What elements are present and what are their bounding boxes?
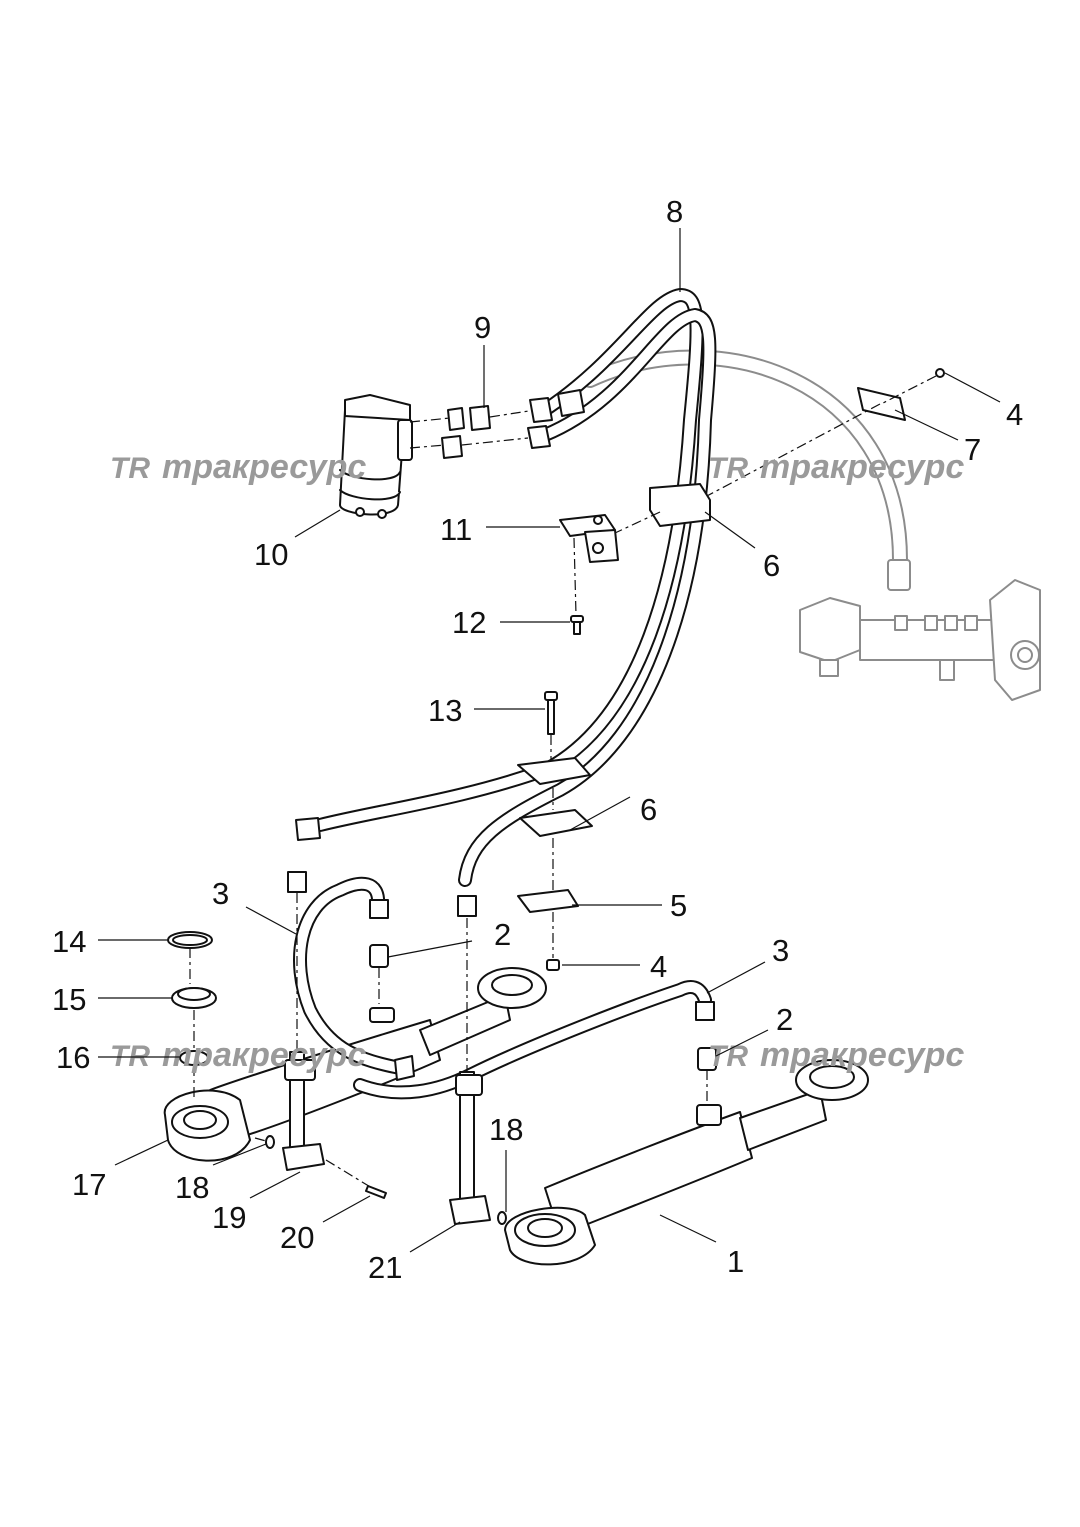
hoses-3 <box>293 876 715 1100</box>
callout-3-right: 3 <box>772 933 789 968</box>
pin-20 <box>365 1185 387 1199</box>
plate-7 <box>689 368 945 506</box>
watermark-logo: TR <box>110 452 150 485</box>
seal-15 <box>171 987 217 1050</box>
callout-18-right: 18 <box>489 1112 523 1147</box>
callout-12: 12 <box>452 605 486 640</box>
callout-11: 11 <box>440 512 472 547</box>
callout-8: 8 <box>666 194 683 229</box>
callout-2-right: 2 <box>776 1002 793 1037</box>
steering-unit-10 <box>339 394 413 519</box>
callout-5: 5 <box>670 888 687 923</box>
callout-6-bottom: 6 <box>640 792 657 827</box>
nut-4 <box>546 959 560 971</box>
watermark-1: TR тракресурс <box>110 448 366 486</box>
callout-4-bottom: 4 <box>650 949 667 984</box>
callout-17: 17 <box>72 1167 106 1202</box>
watermark-logo: TR <box>708 452 748 485</box>
callout-6-top: 6 <box>763 548 780 583</box>
callout-13: 13 <box>428 693 462 728</box>
bolt-13 <box>544 691 558 772</box>
callout-20: 20 <box>280 1220 314 1255</box>
callout-1: 1 <box>727 1244 744 1279</box>
callout-10: 10 <box>254 537 288 572</box>
clamp-6-lower <box>517 757 593 837</box>
adapter-2-right <box>697 1047 717 1104</box>
watermark-3: TR тракресурс <box>110 1036 366 1074</box>
callout-21: 21 <box>368 1250 402 1285</box>
screw-12 <box>570 615 584 635</box>
callout-labels: 8 9 4 7 10 11 6 12 13 6 3 5 2 14 3 4 15 … <box>52 194 1023 1285</box>
watermark-text: тракресурс <box>760 448 964 486</box>
callout-2-left: 2 <box>494 917 511 952</box>
oring-14 <box>167 931 213 984</box>
callout-9: 9 <box>474 310 491 345</box>
pipe-tee-19 <box>282 893 373 1189</box>
watermark-text: тракресурс <box>760 1036 964 1074</box>
fittings-9 <box>409 405 536 459</box>
watermark-text: тракресурс <box>162 1036 366 1074</box>
plate-5 <box>517 838 579 958</box>
callout-14: 14 <box>52 924 86 959</box>
oring-16 <box>179 1050 209 1098</box>
pipe-tee-21 <box>449 918 491 1225</box>
callout-16: 16 <box>56 1040 90 1075</box>
washer-18-left <box>254 1135 275 1149</box>
callout-4-top: 4 <box>1006 397 1023 432</box>
callout-7: 7 <box>964 432 981 467</box>
callout-15: 15 <box>52 982 86 1017</box>
cylinder-1 <box>504 1059 869 1266</box>
washer-18-right <box>497 1211 507 1225</box>
bracket-11 <box>559 514 619 616</box>
callout-18-left: 18 <box>175 1170 209 1205</box>
clamp-6-upper <box>599 483 711 541</box>
watermark-2: TR тракресурс <box>708 448 964 486</box>
watermark-logo: TR <box>708 1040 748 1073</box>
callout-19: 19 <box>212 1200 246 1235</box>
ghost-valve-manifold <box>799 559 1041 701</box>
adapter-2-left <box>369 944 389 1004</box>
cylinder-17 <box>163 967 547 1162</box>
leader-lines <box>98 228 1001 1253</box>
watermark-4: TR тракресурс <box>708 1036 964 1074</box>
callout-3-left: 3 <box>212 876 229 911</box>
watermark-text: тракресурс <box>162 448 366 486</box>
